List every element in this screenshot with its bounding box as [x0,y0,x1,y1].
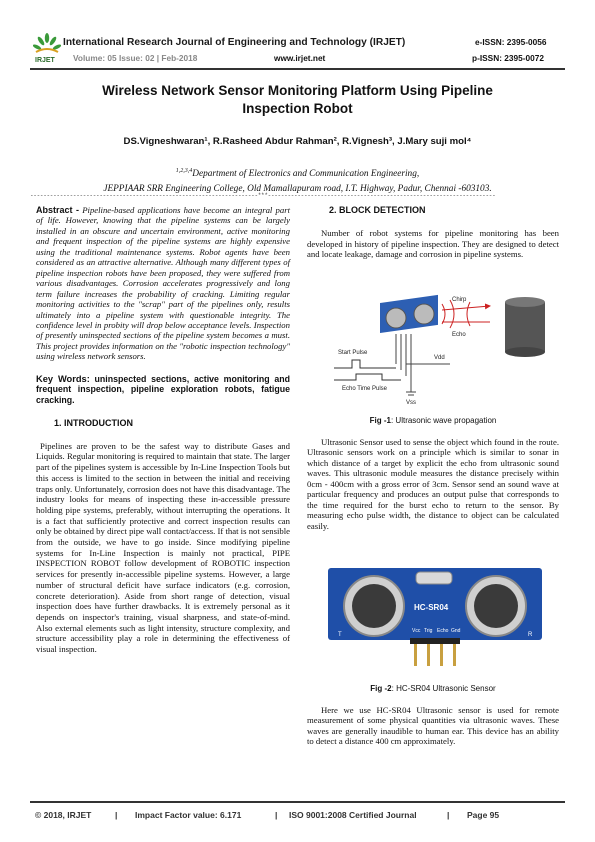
keywords: Key Words: uninspected sections, active … [36,374,290,406]
sensor-receiver [413,303,435,325]
pin-label-gnd: Gnd [451,628,461,634]
journal-title: International Research Journal of Engine… [63,37,406,48]
r-label: R [528,632,533,638]
right-column: 2. BLOCK DETECTION Number of robot syste… [307,205,559,260]
vss-label: Vss [406,400,416,406]
figure-2: HC-SR04 T R Vcc Trig Echo Gnd [328,566,544,676]
block-detection-para-3: Here we use HC-SR04 Ultrasonic sensor is… [307,705,559,747]
intro-text: Pipelines are proven to be the safest wa… [36,440,290,655]
pin-label-echo: Echo [437,628,449,634]
fig2-label: Fig -2 [370,684,392,693]
crystal-oscillator [415,571,453,585]
author-list: DS.Vigneshwaran¹, R.Rasheed Abdur Rahman… [123,136,472,147]
separator-line: ----------------------------------------… [30,192,496,199]
footer-copyright: © 2018, IRJET [35,810,92,820]
echo-label: Echo [452,332,466,338]
affiliation: 1,2,3,4Department of Electronics and Com… [30,164,565,197]
figure-2-caption: Fig -2: HC-SR04 Ultrasonic Sensor [307,684,559,693]
footer-page-number: Page 95 [467,810,500,820]
intro-heading: 1. INTRODUCTION [54,418,134,429]
model-label: HC-SR04 [414,603,449,612]
p-issn: p-ISSN: 2395-0072 [472,53,544,63]
pin-label-vcc: Vcc [412,628,421,634]
paper-title: Wireless Network Sensor Monitoring Platf… [50,82,545,118]
journal-website[interactable]: www.irjet.net [274,53,326,63]
logo-icon [32,33,62,53]
left-column: Abstract - Pipeline-based applications h… [36,205,290,655]
start-pulse-label: Start Pulse [338,350,368,356]
figure-1-caption: Fig -1: Ultrasonic wave propagation [307,416,559,425]
title-line-2: Inspection Robot [242,101,353,116]
footer-rule [30,801,565,803]
volume-issue: Volume: 05 Issue: 02 | Feb-2018 [73,53,198,63]
abstract-label: Abstract - [36,205,80,215]
footer-iso: ISO 9001:2008 Certified Journal [289,810,417,820]
affil-line-1: Department of Electronics and Communicat… [192,169,420,180]
block-detection-para-2: Ultrasonic Sensor used to sense the obje… [307,437,559,531]
title-line-1: Wireless Network Sensor Monitoring Platf… [102,83,493,98]
header-rule [30,68,565,70]
abstract-text: Pipeline-based applications have become … [36,205,291,362]
e-issn: e-ISSN: 2395-0056 [475,37,547,47]
keywords-text: uninspected sections, active monitoring … [36,373,290,405]
keywords-label: Key Words: [36,373,90,384]
abstract: Abstract - Pipeline-based applications h… [36,205,290,362]
fig1-label: Fig -1 [369,416,391,425]
sensor-transmitter [385,307,407,329]
echo-time-pulse-label: Echo Time Pulse [342,386,388,392]
pin-label-trig: Trig [424,628,433,634]
hc-sr04-sensor-image: HC-SR04 T R Vcc Trig Echo Gnd [328,566,544,676]
target-object [505,302,545,352]
header-pins [414,640,456,666]
block-detection-heading: 2. BLOCK DETECTION [329,205,426,215]
journal-logo: IRJET [32,32,62,66]
block-detection-para-1: Number of robot systems for pipeline mon… [307,228,559,260]
logo-text: IRJET [35,57,55,64]
footer-impact-factor: Impact Factor value: 6.171 [135,810,242,820]
affil-superscript: 1,2,3,4 [175,168,193,174]
fig2-caption-text: : HC-SR04 Ultrasonic Sensor [391,684,496,693]
affil-line-2: JEPPIAAR SRR Engineering College, Old Ma… [103,184,492,195]
vdd-label: Vdd [434,355,445,361]
ultrasonic-propagation-diagram: Chirp Echo Vdd Vss Start Pulse Echo Time… [334,294,545,406]
figure-1: Chirp Echo Vdd Vss Start Pulse Echo Time… [330,288,550,406]
fig1-caption-text: : Ultrasonic wave propagation [390,416,497,425]
chirp-label: Chirp [452,297,467,303]
t-label: T [338,632,342,638]
